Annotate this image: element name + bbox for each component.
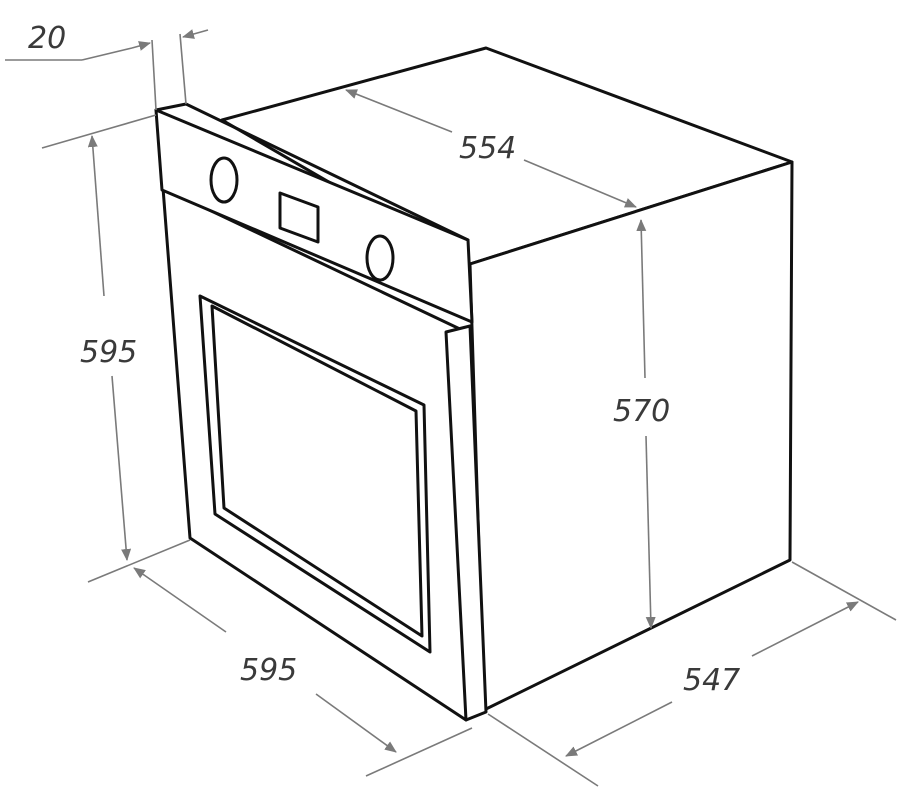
dim-595h-line-a: [87, 135, 105, 297]
dim-20-ext-right: [179, 33, 187, 105]
dimension-labels: 20 554 595 570 595 547: [28, 21, 740, 698]
dim-547-ext-left: [487, 713, 599, 787]
dim-595h-ext-bottom: [87, 539, 191, 583]
label-side-depth: 547: [683, 663, 740, 698]
dim-20-arrow-left: [131, 41, 151, 51]
label-front-width: 595: [240, 653, 297, 688]
dimension-lines: [5, 29, 897, 787]
display-screen: [278, 191, 320, 244]
dim-20-ext-left: [151, 39, 157, 111]
dim-595h-ext-top: [41, 114, 157, 149]
dim-547-line-b: [751, 601, 859, 657]
dim-570-line-a: [636, 219, 647, 379]
label-panel-depth: 20: [28, 21, 66, 56]
oven-window-frame: [198, 294, 432, 654]
control-panel: [154, 108, 474, 324]
dim-554-line-b: [523, 159, 637, 208]
dim-595w-line-a: [133, 567, 227, 633]
dim-20-leader-slope: [81, 47, 133, 61]
right-knob-icon: [365, 234, 395, 282]
dim-595w-line-b: [315, 693, 397, 753]
dim-554-line-a: [345, 89, 453, 133]
label-front-height: 595: [80, 335, 137, 370]
label-body-height: 570: [613, 394, 670, 429]
label-top-width: 554: [459, 131, 516, 166]
oven-door-edge: [444, 324, 488, 722]
dim-570-line-b: [645, 435, 656, 629]
dim-547-ext-right: [791, 561, 897, 621]
dim-20-arrow-right: [182, 29, 209, 39]
oven-window-glass: [210, 304, 424, 638]
left-knob-icon: [209, 156, 239, 204]
dim-595h-line-b: [111, 375, 132, 561]
dim-547-line-a: [565, 701, 673, 757]
dim-595w-ext-right: [365, 727, 473, 777]
oven-body: [154, 46, 794, 722]
